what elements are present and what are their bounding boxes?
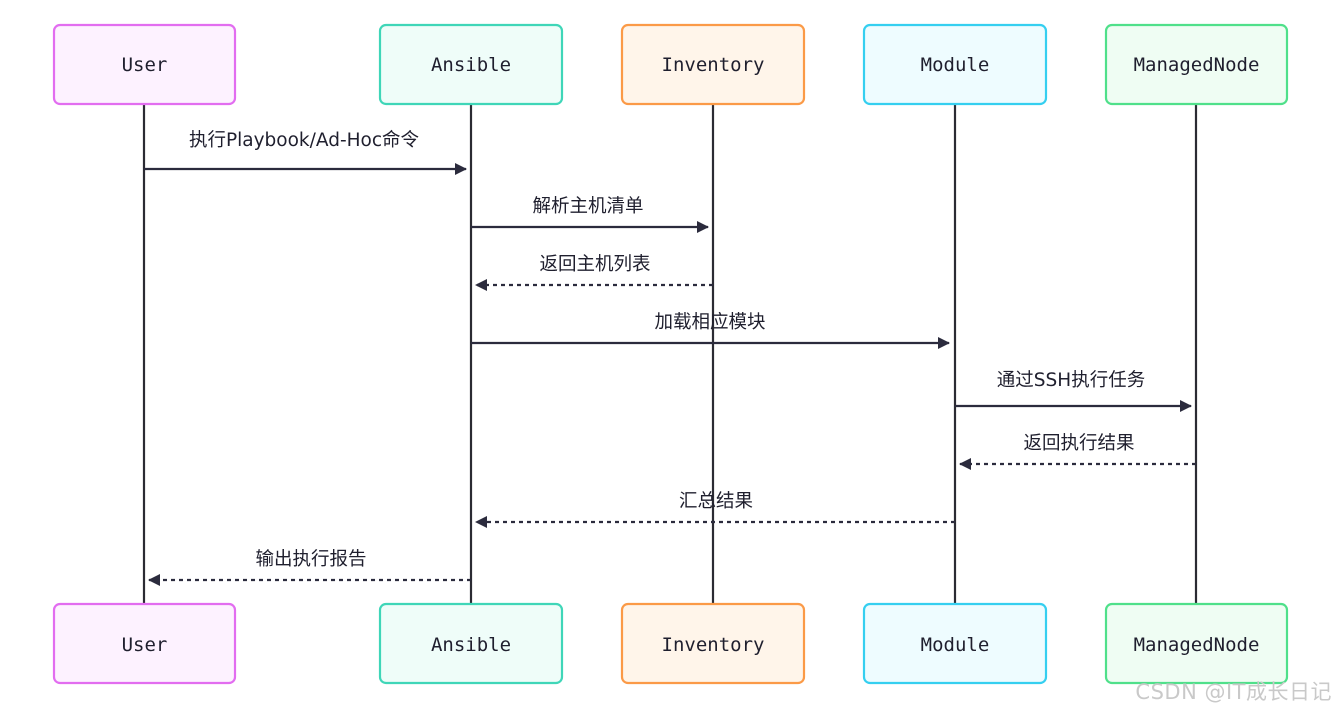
message-label: 解析主机清单 [532, 196, 643, 217]
message-label: 返回执行结果 [1023, 433, 1134, 454]
participant-box [378, 23, 564, 106]
participant-ansible-top: Ansible [378, 23, 564, 106]
participant-label: Ansible [431, 54, 511, 76]
message-label: 加载相应模块 [654, 312, 765, 333]
message-return-result: 返回执行结果 [959, 433, 1196, 470]
message-label: 输出执行报告 [255, 549, 366, 570]
participant-box [620, 602, 806, 685]
participant-user-top: User [52, 23, 237, 106]
message-load-module: 加载相应模块 [471, 312, 950, 349]
participant-managednode-top: ManagedNode [1104, 23, 1289, 106]
participant-inventory-top: Inventory [620, 23, 806, 106]
message-parse-inventory: 解析主机清单 [471, 196, 709, 233]
participant-label: User [122, 634, 168, 656]
participant-label: Inventory [662, 634, 765, 656]
message-label: 返回主机列表 [539, 254, 650, 275]
participant-box [620, 23, 806, 106]
message-label: 执行Playbook/Ad-Hoc命令 [189, 130, 419, 151]
participant-box [52, 23, 237, 106]
participant-box [1104, 23, 1289, 106]
participant-module-top: Module [862, 23, 1048, 106]
message-aggregate-result: 汇总结果 [475, 491, 955, 528]
participant-ansible-bottom: Ansible [378, 602, 564, 685]
participant-label: ManagedNode [1134, 634, 1260, 656]
message-label: 通过SSH执行任务 [997, 370, 1145, 391]
message-ssh-execute: 通过SSH执行任务 [955, 370, 1192, 412]
participant-box [862, 23, 1048, 106]
participant-user-bottom: User [52, 602, 237, 685]
participant-module-bottom: Module [862, 602, 1048, 685]
participant-label: Module [921, 54, 990, 76]
participant-inventory-bottom: Inventory [620, 602, 806, 685]
message-execute-playbook: 执行Playbook/Ad-Hoc命令 [144, 130, 467, 175]
watermark-text: CSDN @IT成长日记 [1135, 680, 1332, 704]
message-label: 汇总结果 [679, 491, 753, 512]
participant-box [378, 602, 564, 685]
message-output-report: 输出执行报告 [148, 549, 471, 586]
participant-label: Ansible [431, 634, 511, 656]
participant-label: ManagedNode [1134, 54, 1260, 76]
participant-box [1104, 602, 1289, 685]
participant-label: Inventory [662, 54, 765, 76]
participant-label: User [122, 54, 168, 76]
participant-box [52, 602, 237, 685]
participant-managednode-bottom: ManagedNode [1104, 602, 1289, 685]
message-return-hostlist: 返回主机列表 [475, 254, 713, 291]
participant-label: Module [921, 634, 990, 656]
participant-box [862, 602, 1048, 685]
lifelines [142, 104, 1198, 604]
